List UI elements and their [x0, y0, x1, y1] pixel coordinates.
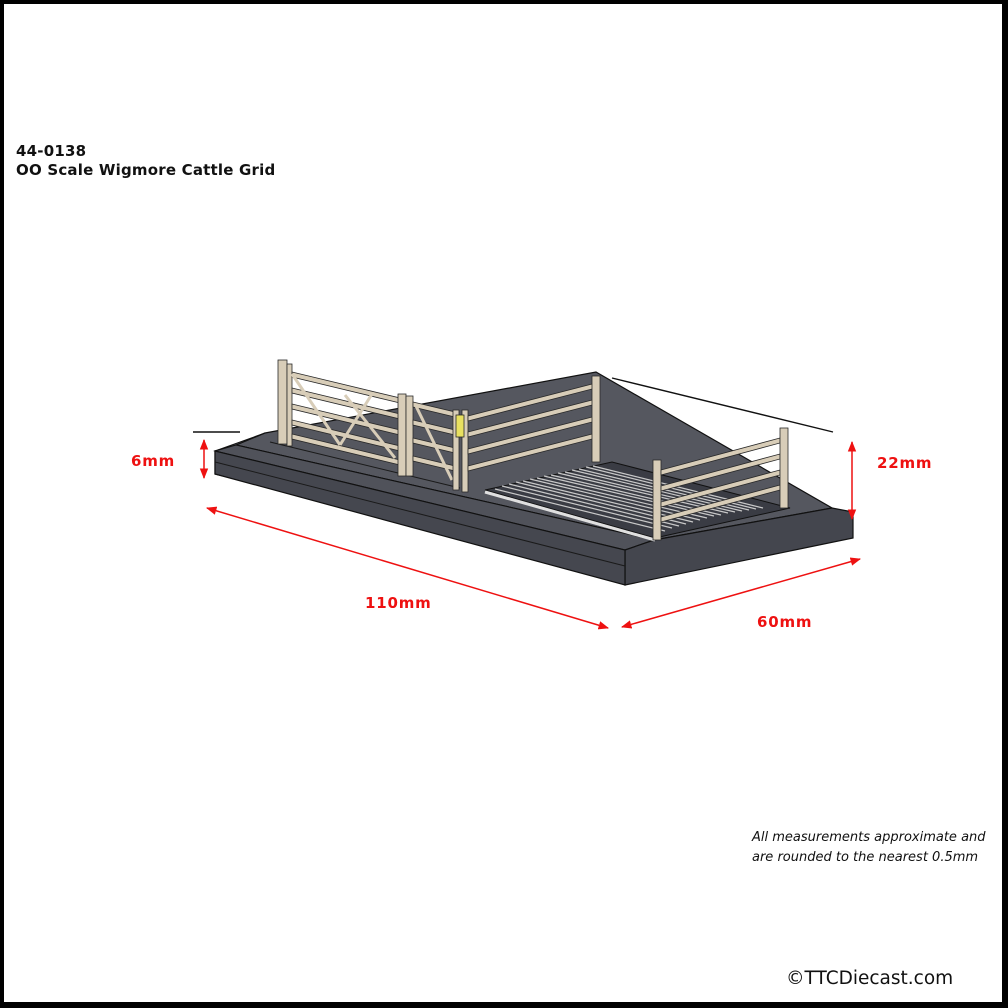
dimension-lines	[193, 377, 862, 630]
gate-and-fence	[277, 359, 789, 541]
measurement-disclaimer: All measurements approximate and are rou…	[752, 828, 986, 868]
dimension-label-length: 110mm	[365, 594, 432, 612]
title-block: 44-0138 OO Scale Wigmore Cattle Grid	[16, 142, 275, 180]
copyright-text: ©TTCDiecast.com	[786, 968, 954, 989]
disclaimer-line-1: All measurements approximate and	[752, 830, 986, 845]
dimension-label-width: 60mm	[757, 613, 813, 631]
dimension-label-base-height: 6mm	[131, 452, 176, 470]
product-code: 44-0138	[16, 142, 87, 160]
disclaimer-line-2: are rounded to the nearest 0.5mm	[752, 850, 979, 865]
dimension-label-total-height: 22mm	[877, 454, 933, 472]
product-title: OO Scale Wigmore Cattle Grid	[16, 161, 276, 179]
